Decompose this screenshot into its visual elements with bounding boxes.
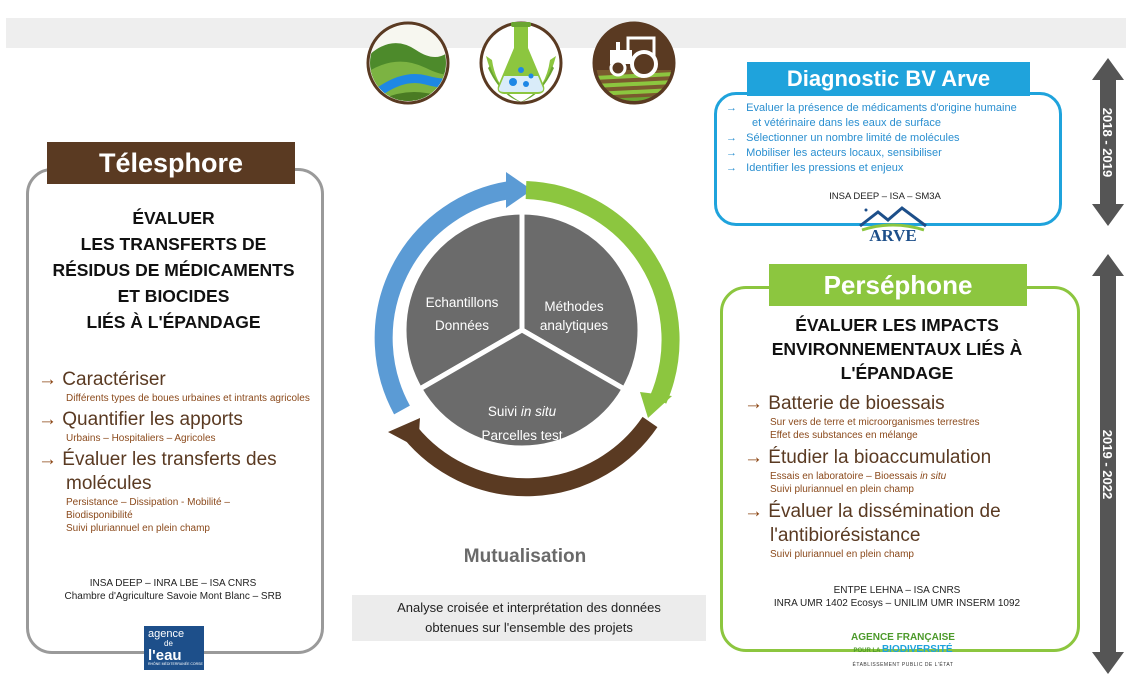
segment-bottom-label: Suivi in situ [488, 404, 557, 419]
logo-text: AGENCE FRANÇAISE [851, 632, 955, 643]
segment-left-label: Echantillons [426, 295, 499, 310]
afb-logo: AGENCE FRANÇAISE POUR LA BIODIVERSITÉ ÉT… [838, 632, 968, 670]
green-arc [525, 181, 680, 404]
arrow-right-icon: → [744, 393, 769, 414]
persephone-header: Perséphone [769, 264, 1027, 306]
title-line: RÉSIDUS DE MÉDICAMENTS [52, 260, 295, 280]
landscape-river-icon [366, 21, 450, 105]
top-banner [6, 18, 1126, 48]
logo-text: RHÔNE MÉDITERRANÉE CORSE [148, 662, 203, 666]
flask-leaves-icon [479, 21, 563, 105]
tractor-field-icon [592, 21, 676, 105]
segment-left-label: Données [435, 318, 489, 333]
list-item-detail: Suivi pluriannuel en plein champ [770, 484, 914, 495]
list-item-detail: Essais en laboratoire – Bioessais in sit… [770, 471, 947, 482]
brown-arrowhead [388, 418, 420, 448]
telesphore-title: ÉVALUER LES TRANSFERTS DE RÉSIDUS DE MÉD… [36, 205, 311, 335]
segment-bottom [416, 327, 628, 451]
list-item-detail: Suivi pluriannuel en plein champ [66, 523, 210, 534]
arrow-right-icon: → [744, 447, 769, 468]
analyse-line: Analyse croisée et interprétation des do… [397, 600, 661, 615]
top-logos [366, 21, 676, 105]
arve-logo: ARVE [858, 204, 928, 246]
title-line: L'ÉPANDAGE [840, 363, 954, 383]
arrow-right-icon: → [726, 147, 747, 159]
title-line: ÉVALUER [132, 208, 215, 228]
arrow-right-icon: → [38, 369, 63, 390]
arrow-right-icon: → [38, 409, 63, 430]
logo-text: ARVE [869, 226, 917, 245]
arrow-right-icon: → [726, 102, 747, 114]
timeline-top-label-wrap: 2018 - 2019 [1090, 58, 1126, 226]
diagnostic-items: → Evaluer la présence de médicaments d'o… [726, 101, 1056, 176]
telesphore-items: → Caractériser Différents types de boues… [38, 368, 313, 535]
title-line: ÉVALUER LES IMPACTS [795, 315, 999, 335]
logo-text: l'eau [148, 647, 182, 664]
segment-right-label: Méthodes [544, 299, 604, 314]
list-item-heading: molécules [66, 473, 152, 494]
logo-text: agence [148, 628, 185, 640]
diagnostic-header: Diagnostic BV Arve [747, 62, 1030, 96]
blue-arc [374, 181, 512, 415]
list-item: → Evaluer la présence de médicaments d'o… [726, 102, 1017, 114]
mutualisation-label: Mutualisation [463, 546, 587, 567]
timeline-bottom-label-wrap: 2019 - 2022 [1090, 254, 1126, 674]
title-line: ENVIRONNEMENTAUX LIÉS À [771, 339, 1023, 359]
list-item-detail: Sur vers de terre et microorganismes ter… [770, 417, 980, 428]
list-item: et vétérinaire dans les eaux de surface [752, 117, 941, 129]
telesphore-credits: INSA DEEP – INRA LBE – ISA CNRS Chambre … [34, 577, 312, 603]
title-line: LIÉS À L'ÉPANDAGE [86, 312, 261, 332]
list-item-detail: Biodisponibilité [66, 510, 133, 521]
credit-line: INRA UMR 1402 Ecosys – UNILIM UMR INSERM… [773, 598, 1021, 609]
title-line: LES TRANSFERTS DE [80, 234, 267, 254]
title-line: ET BIOCIDES [117, 286, 230, 306]
diagnostic-credits: INSA DEEP – ISA – SM3A [829, 191, 941, 202]
timeline-bottom-label: 2019 - 2022 [1100, 429, 1116, 499]
list-item-heading: → Quantifier les apports [38, 409, 243, 430]
list-item-detail: Persistance – Dissipation - Mobilité – [66, 497, 230, 508]
list-item-detail: Effet des substances en mélange [770, 430, 918, 441]
persephone-title: ÉVALUER LES IMPACTS ENVIRONNEMENTAUX LIÉ… [724, 313, 1070, 385]
timeline-top-arrow [1092, 58, 1124, 226]
segment-bottom-label: Parcelles test [481, 428, 562, 443]
list-item-heading: → Caractériser [38, 369, 166, 390]
cycle-diagram: Echantillons Données Méthodes analytique… [374, 172, 680, 497]
green-arrowhead [640, 392, 672, 418]
logo-text: ÉTABLISSEMENT PUBLIC DE L'ÉTAT [852, 662, 954, 668]
list-item: → Sélectionner un nombre limité de moléc… [726, 132, 960, 144]
agence-eau-logo: agence de l'eau RHÔNE MÉDITERRANÉE CORSE [144, 626, 204, 670]
timeline-bottom-arrow [1092, 254, 1124, 674]
timeline-top-label: 2018 - 2019 [1100, 107, 1116, 177]
arrow-right-icon: → [726, 162, 747, 174]
credit-line: ENTPE LEHNA – ISA CNRS [833, 585, 961, 596]
analyse-box: Analyse croisée et interprétation des do… [352, 595, 706, 641]
list-item: → Identifier les pressions et enjeux [726, 162, 904, 174]
credit-line: INSA DEEP – INRA LBE – ISA CNRS [89, 578, 257, 589]
persephone-credits: ENTPE LEHNA – ISA CNRS INRA UMR 1402 Eco… [742, 584, 1052, 610]
segment-right-label: analytiques [540, 318, 609, 333]
list-item-heading: → Évaluer les transferts des [38, 449, 277, 470]
telesphore-header: Télesphore [47, 142, 295, 184]
list-item-detail: Suivi pluriannuel en plein champ [770, 549, 914, 560]
credit-line: Chambre d'Agriculture Savoie Mont Blanc … [64, 591, 282, 602]
list-item-heading: → Étudier la bioaccumulation [744, 447, 992, 468]
persephone-items: → Batterie de bioessais Sur vers de terr… [744, 392, 1074, 561]
list-item-heading: l'antibiorésistance [770, 525, 921, 546]
list-item-detail: Différents types de boues urbaines et in… [66, 393, 310, 404]
list-item-heading: → Batterie de bioessais [744, 393, 945, 414]
analyse-line: obtenues sur l'ensemble des projets [425, 620, 633, 635]
timeline [1092, 58, 1124, 674]
list-item-detail: Urbains – Hospitaliers – Agricoles [66, 433, 216, 444]
arrow-right-icon: → [38, 449, 63, 470]
list-item: → Mobiliser les acteurs locaux, sensibil… [726, 147, 942, 159]
mountain-icon [859, 206, 927, 232]
list-item-heading: → Évaluer la dissémination de [744, 501, 1001, 522]
logo-text: POUR LA BIODIVERSITÉ [853, 644, 953, 655]
brown-arc [403, 416, 658, 497]
arrow-right-icon: → [744, 501, 769, 522]
arrow-right-icon: → [726, 132, 747, 144]
blue-arrowhead [506, 172, 532, 208]
logo-text: de [164, 639, 173, 648]
